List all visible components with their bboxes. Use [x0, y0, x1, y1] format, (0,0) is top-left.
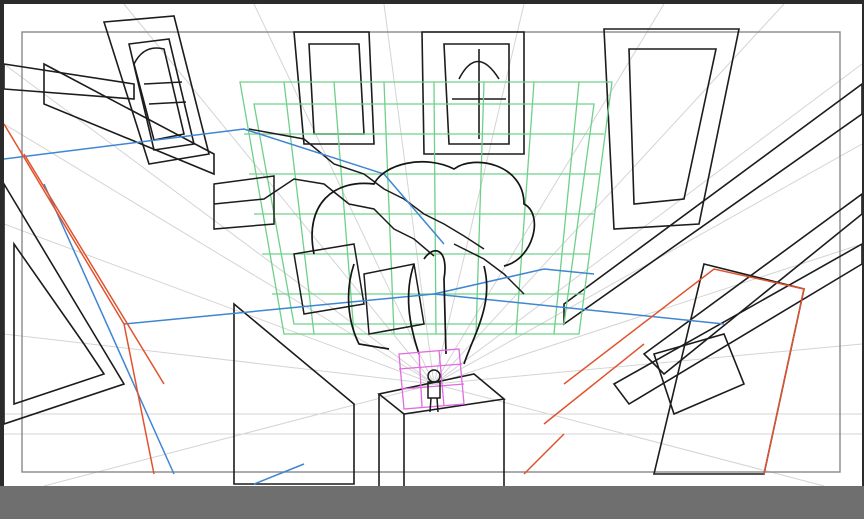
red-lines [4, 123, 805, 475]
pedestal [377, 373, 506, 486]
perspective-sketch-drawing [4, 4, 862, 486]
blue-lines [4, 128, 725, 485]
small-figure [427, 369, 441, 413]
center-windows [293, 31, 525, 155]
left-building [4, 15, 355, 485]
status-bar [0, 486, 864, 519]
green-structure [239, 81, 613, 335]
drawing-canvas[interactable] [4, 4, 862, 486]
stairs [213, 128, 525, 335]
magenta-box [398, 348, 465, 410]
tree-sketch [311, 160, 536, 365]
perspective-guide-lines [4, 4, 862, 486]
